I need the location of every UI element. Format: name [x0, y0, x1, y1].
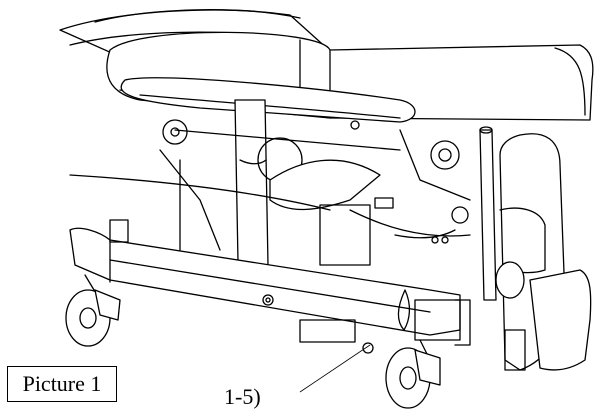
- picture-caption: Picture 1: [7, 366, 117, 402]
- base-frame: [69, 219, 471, 354]
- caster-front-left: [65, 274, 121, 347]
- leg-rest: [499, 133, 592, 371]
- cable-tie: [397, 289, 411, 331]
- callout-leader-line: [299, 344, 371, 393]
- support-post: [234, 99, 269, 269]
- caster-rear: [495, 261, 525, 299]
- caption-text: Picture 1: [22, 371, 102, 396]
- callout-label: 1-5): [224, 384, 261, 409]
- mechanism: [69, 119, 471, 266]
- rear-tube: [479, 126, 497, 301]
- caster-front-right: [385, 339, 441, 409]
- armrest: [120, 77, 416, 123]
